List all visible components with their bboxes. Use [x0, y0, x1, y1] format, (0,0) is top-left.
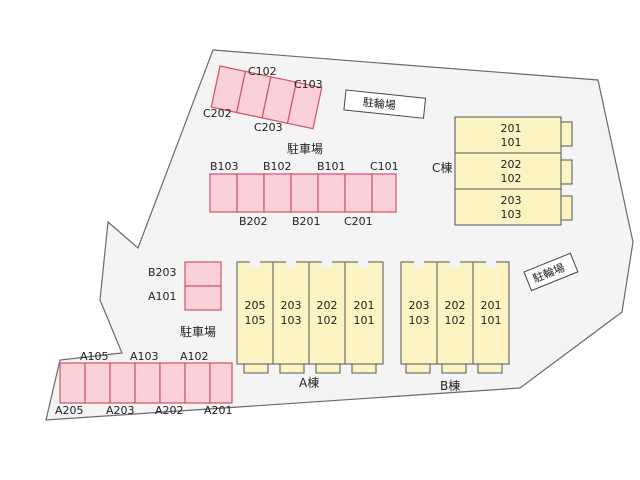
building-c	[454, 116, 573, 226]
unit-number: 201	[481, 299, 502, 312]
parking-space	[184, 362, 211, 404]
space-label: B101	[317, 160, 346, 173]
space-label: C103	[294, 78, 323, 91]
space-label: A201	[204, 404, 233, 417]
unit-block	[236, 261, 274, 365]
unit-number: 201	[501, 122, 522, 135]
unit-block	[344, 261, 384, 365]
space-label: C102	[248, 65, 277, 78]
parking-row-c	[210, 65, 323, 130]
space-label: C201	[344, 215, 373, 228]
parking-space	[209, 362, 233, 404]
parking-space	[236, 173, 265, 213]
parking-label: 駐車場	[180, 324, 216, 339]
unit-block	[400, 261, 438, 365]
parking-space	[59, 362, 86, 404]
space-label: A105	[80, 350, 109, 363]
space-label: B201	[292, 215, 321, 228]
parking-space	[184, 285, 222, 311]
unit-number: 201	[354, 299, 375, 312]
unit-number: 103	[281, 314, 302, 327]
parking-space	[134, 362, 161, 404]
building-a	[236, 260, 384, 374]
unit-number: 102	[317, 314, 338, 327]
unit-number: 102	[445, 314, 466, 327]
unit-block	[454, 116, 562, 154]
unit-block	[454, 152, 562, 190]
unit-number: 202	[501, 158, 522, 171]
parking-space	[344, 173, 373, 213]
building-label: B棟	[440, 378, 460, 393]
space-label: A202	[155, 404, 184, 417]
building-label: A棟	[299, 375, 319, 390]
space-label: A102	[180, 350, 209, 363]
space-label: B103	[210, 160, 239, 173]
space-label: C202	[203, 107, 232, 120]
space-label: A103	[130, 350, 159, 363]
unit-number: 202	[317, 299, 338, 312]
space-label: B102	[263, 160, 292, 173]
parking-space	[159, 362, 186, 404]
unit-number: 101	[501, 136, 522, 149]
unit-number: 102	[501, 172, 522, 185]
parking-space	[109, 362, 136, 404]
building-label: C棟	[432, 160, 452, 175]
unit-number: 103	[501, 208, 522, 221]
parking-pair-mid	[184, 261, 222, 311]
space-label: C101	[370, 160, 399, 173]
parking-space	[290, 173, 319, 213]
space-label: A203	[106, 404, 135, 417]
parking-row-b	[209, 173, 397, 213]
unit-number: 203	[409, 299, 430, 312]
parking-space	[371, 173, 397, 213]
bike-parking-top: 駐輪場	[343, 89, 427, 119]
parking-space	[263, 173, 292, 213]
unit-number: 202	[445, 299, 466, 312]
unit-number: 101	[354, 314, 375, 327]
parking-label: 駐車場	[287, 141, 323, 156]
unit-number: 205	[245, 299, 266, 312]
unit-number: 203	[281, 299, 302, 312]
parking-space	[286, 81, 323, 130]
unit-block	[308, 261, 346, 365]
space-label: A101	[148, 290, 177, 303]
building-b	[400, 260, 510, 374]
parking-space	[84, 362, 111, 404]
unit-block	[436, 261, 474, 365]
parking-space	[184, 261, 222, 287]
parking-space	[317, 173, 346, 213]
parking-space	[209, 173, 238, 213]
unit-number: 105	[245, 314, 266, 327]
space-label: A205	[55, 404, 84, 417]
parking-row-a	[59, 362, 233, 404]
unit-block	[472, 261, 510, 365]
bike-parking-label: 駐輪場	[362, 95, 396, 112]
unit-block	[454, 188, 562, 226]
unit-number: 103	[409, 314, 430, 327]
space-label: B202	[239, 215, 268, 228]
unit-block	[272, 261, 310, 365]
space-label: C203	[254, 121, 283, 134]
space-label: B203	[148, 266, 177, 279]
unit-number: 101	[481, 314, 502, 327]
unit-number: 203	[501, 194, 522, 207]
